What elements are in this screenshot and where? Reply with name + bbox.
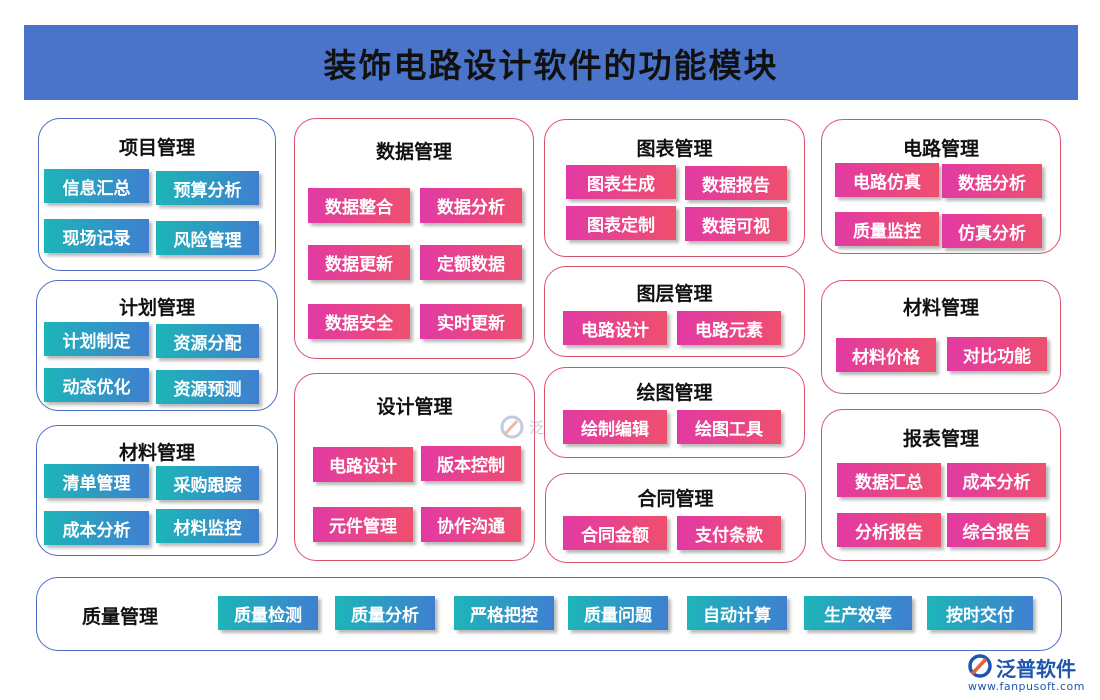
- item-button[interactable]: 动态优化: [44, 368, 149, 402]
- item-button[interactable]: 绘图工具: [677, 410, 781, 444]
- item-button[interactable]: 资源预测: [156, 370, 259, 404]
- item-button[interactable]: 风险管理: [156, 221, 259, 255]
- item-button[interactable]: 预算分析: [156, 171, 259, 205]
- item-button[interactable]: 对比功能: [947, 337, 1047, 371]
- module-title: 绘图管理: [636, 382, 713, 404]
- item-button[interactable]: 仿真分析: [942, 214, 1042, 248]
- module-circuit: 电路管理 电路仿真 数据分析 质量监控 仿真分析: [821, 119, 1061, 254]
- logo-url: www.fanpusoft.com: [968, 680, 1085, 693]
- item-button[interactable]: 数据分析: [942, 164, 1042, 198]
- item-button[interactable]: 质量问题: [568, 596, 668, 630]
- module-contract: 合同管理 合同金额 支付条款: [545, 473, 806, 563]
- item-button[interactable]: 数据安全: [308, 304, 410, 339]
- module-drawing: 绘图管理 绘制编辑 绘图工具: [544, 367, 805, 458]
- item-button[interactable]: 图表生成: [566, 165, 676, 199]
- item-button[interactable]: 电路仿真: [835, 163, 939, 197]
- module-title: 合同管理: [637, 488, 714, 510]
- item-button[interactable]: 按时交付: [927, 596, 1033, 630]
- item-button[interactable]: 现场记录: [44, 219, 149, 253]
- logo-name: 泛普软件: [996, 657, 1076, 681]
- item-button[interactable]: 成本分析: [947, 463, 1046, 497]
- item-button[interactable]: 分析报告: [837, 513, 941, 547]
- item-button[interactable]: 质量检测: [218, 596, 318, 630]
- item-button[interactable]: 实时更新: [420, 304, 522, 339]
- module-report: 报表管理 数据汇总 成本分析 分析报告 综合报告: [821, 409, 1061, 561]
- item-button[interactable]: 定额数据: [420, 245, 522, 280]
- item-button[interactable]: 自动计算: [687, 596, 787, 630]
- title-bar: 装饰电路设计软件的功能模块: [24, 25, 1078, 100]
- item-button[interactable]: 数据分析: [420, 188, 522, 223]
- item-button[interactable]: 电路元素: [677, 311, 781, 345]
- module-title: 报表管理: [902, 428, 979, 450]
- module-title: 设计管理: [376, 396, 453, 418]
- module-title: 图层管理: [636, 283, 713, 305]
- item-button[interactable]: 版本控制: [421, 446, 521, 481]
- item-button[interactable]: 协作沟通: [421, 507, 521, 542]
- fanpu-logo-icon: [500, 415, 524, 439]
- item-button[interactable]: 计划制定: [44, 322, 149, 356]
- module-title: 材料管理: [118, 442, 195, 464]
- item-button[interactable]: 质量监控: [835, 212, 939, 246]
- item-button[interactable]: 数据更新: [308, 245, 410, 280]
- module-title: 电路管理: [902, 138, 979, 160]
- item-button[interactable]: 元件管理: [313, 507, 413, 542]
- item-button[interactable]: 采购跟踪: [156, 466, 259, 500]
- item-button[interactable]: 支付条款: [677, 516, 781, 550]
- item-button[interactable]: 清单管理: [44, 464, 149, 498]
- item-button[interactable]: 成本分析: [44, 511, 149, 545]
- page-title: 装饰电路设计软件的功能模块: [323, 45, 779, 85]
- module-title: 计划管理: [118, 297, 195, 319]
- item-button[interactable]: 材料监控: [156, 509, 259, 543]
- fanpu-logo-icon: [968, 654, 992, 678]
- module-title: 材料管理: [902, 297, 979, 319]
- item-button[interactable]: 数据可视: [685, 207, 787, 241]
- item-button[interactable]: 资源分配: [156, 324, 259, 358]
- module-material-left: 材料管理 清单管理 采购跟踪 成本分析 材料监控: [36, 425, 278, 556]
- module-chart: 图表管理 图表生成 数据报告 图表定制 数据可视: [544, 119, 805, 257]
- item-button[interactable]: 数据汇总: [837, 463, 941, 497]
- module-title: 图表管理: [636, 138, 713, 160]
- module-design: 设计管理 电路设计 版本控制 元件管理 协作沟通: [294, 373, 535, 561]
- item-button[interactable]: 综合报告: [947, 513, 1046, 547]
- brand-logo: 泛普软件 www.fanpusoft.com: [966, 652, 1092, 694]
- item-button[interactable]: 合同金额: [563, 516, 667, 550]
- module-title: 质量管理: [82, 606, 159, 628]
- item-button[interactable]: 信息汇总: [44, 169, 149, 203]
- item-button[interactable]: 材料价格: [836, 338, 936, 372]
- item-button[interactable]: 数据报告: [685, 166, 787, 200]
- item-button[interactable]: 质量分析: [335, 596, 435, 630]
- module-data: 数据管理 数据整合 数据分析 数据更新 定额数据 数据安全 实时更新: [294, 118, 534, 359]
- module-title: 项目管理: [118, 137, 195, 159]
- module-material-right: 材料管理 材料价格 对比功能: [821, 280, 1061, 394]
- item-button[interactable]: 数据整合: [308, 188, 410, 223]
- item-button[interactable]: 生产效率: [804, 596, 912, 630]
- item-button[interactable]: 电路设计: [313, 447, 413, 482]
- module-layer: 图层管理 电路设计 电路元素: [544, 266, 805, 357]
- module-project: 项目管理 信息汇总 预算分析 现场记录 风险管理: [38, 118, 276, 271]
- module-title: 数据管理: [375, 141, 452, 163]
- item-button[interactable]: 严格把控: [454, 596, 554, 630]
- item-button[interactable]: 绘制编辑: [563, 410, 667, 444]
- module-plan: 计划管理 计划制定 资源分配 动态优化 资源预测: [36, 280, 278, 411]
- item-button[interactable]: 电路设计: [563, 311, 667, 345]
- item-button[interactable]: 图表定制: [566, 206, 676, 240]
